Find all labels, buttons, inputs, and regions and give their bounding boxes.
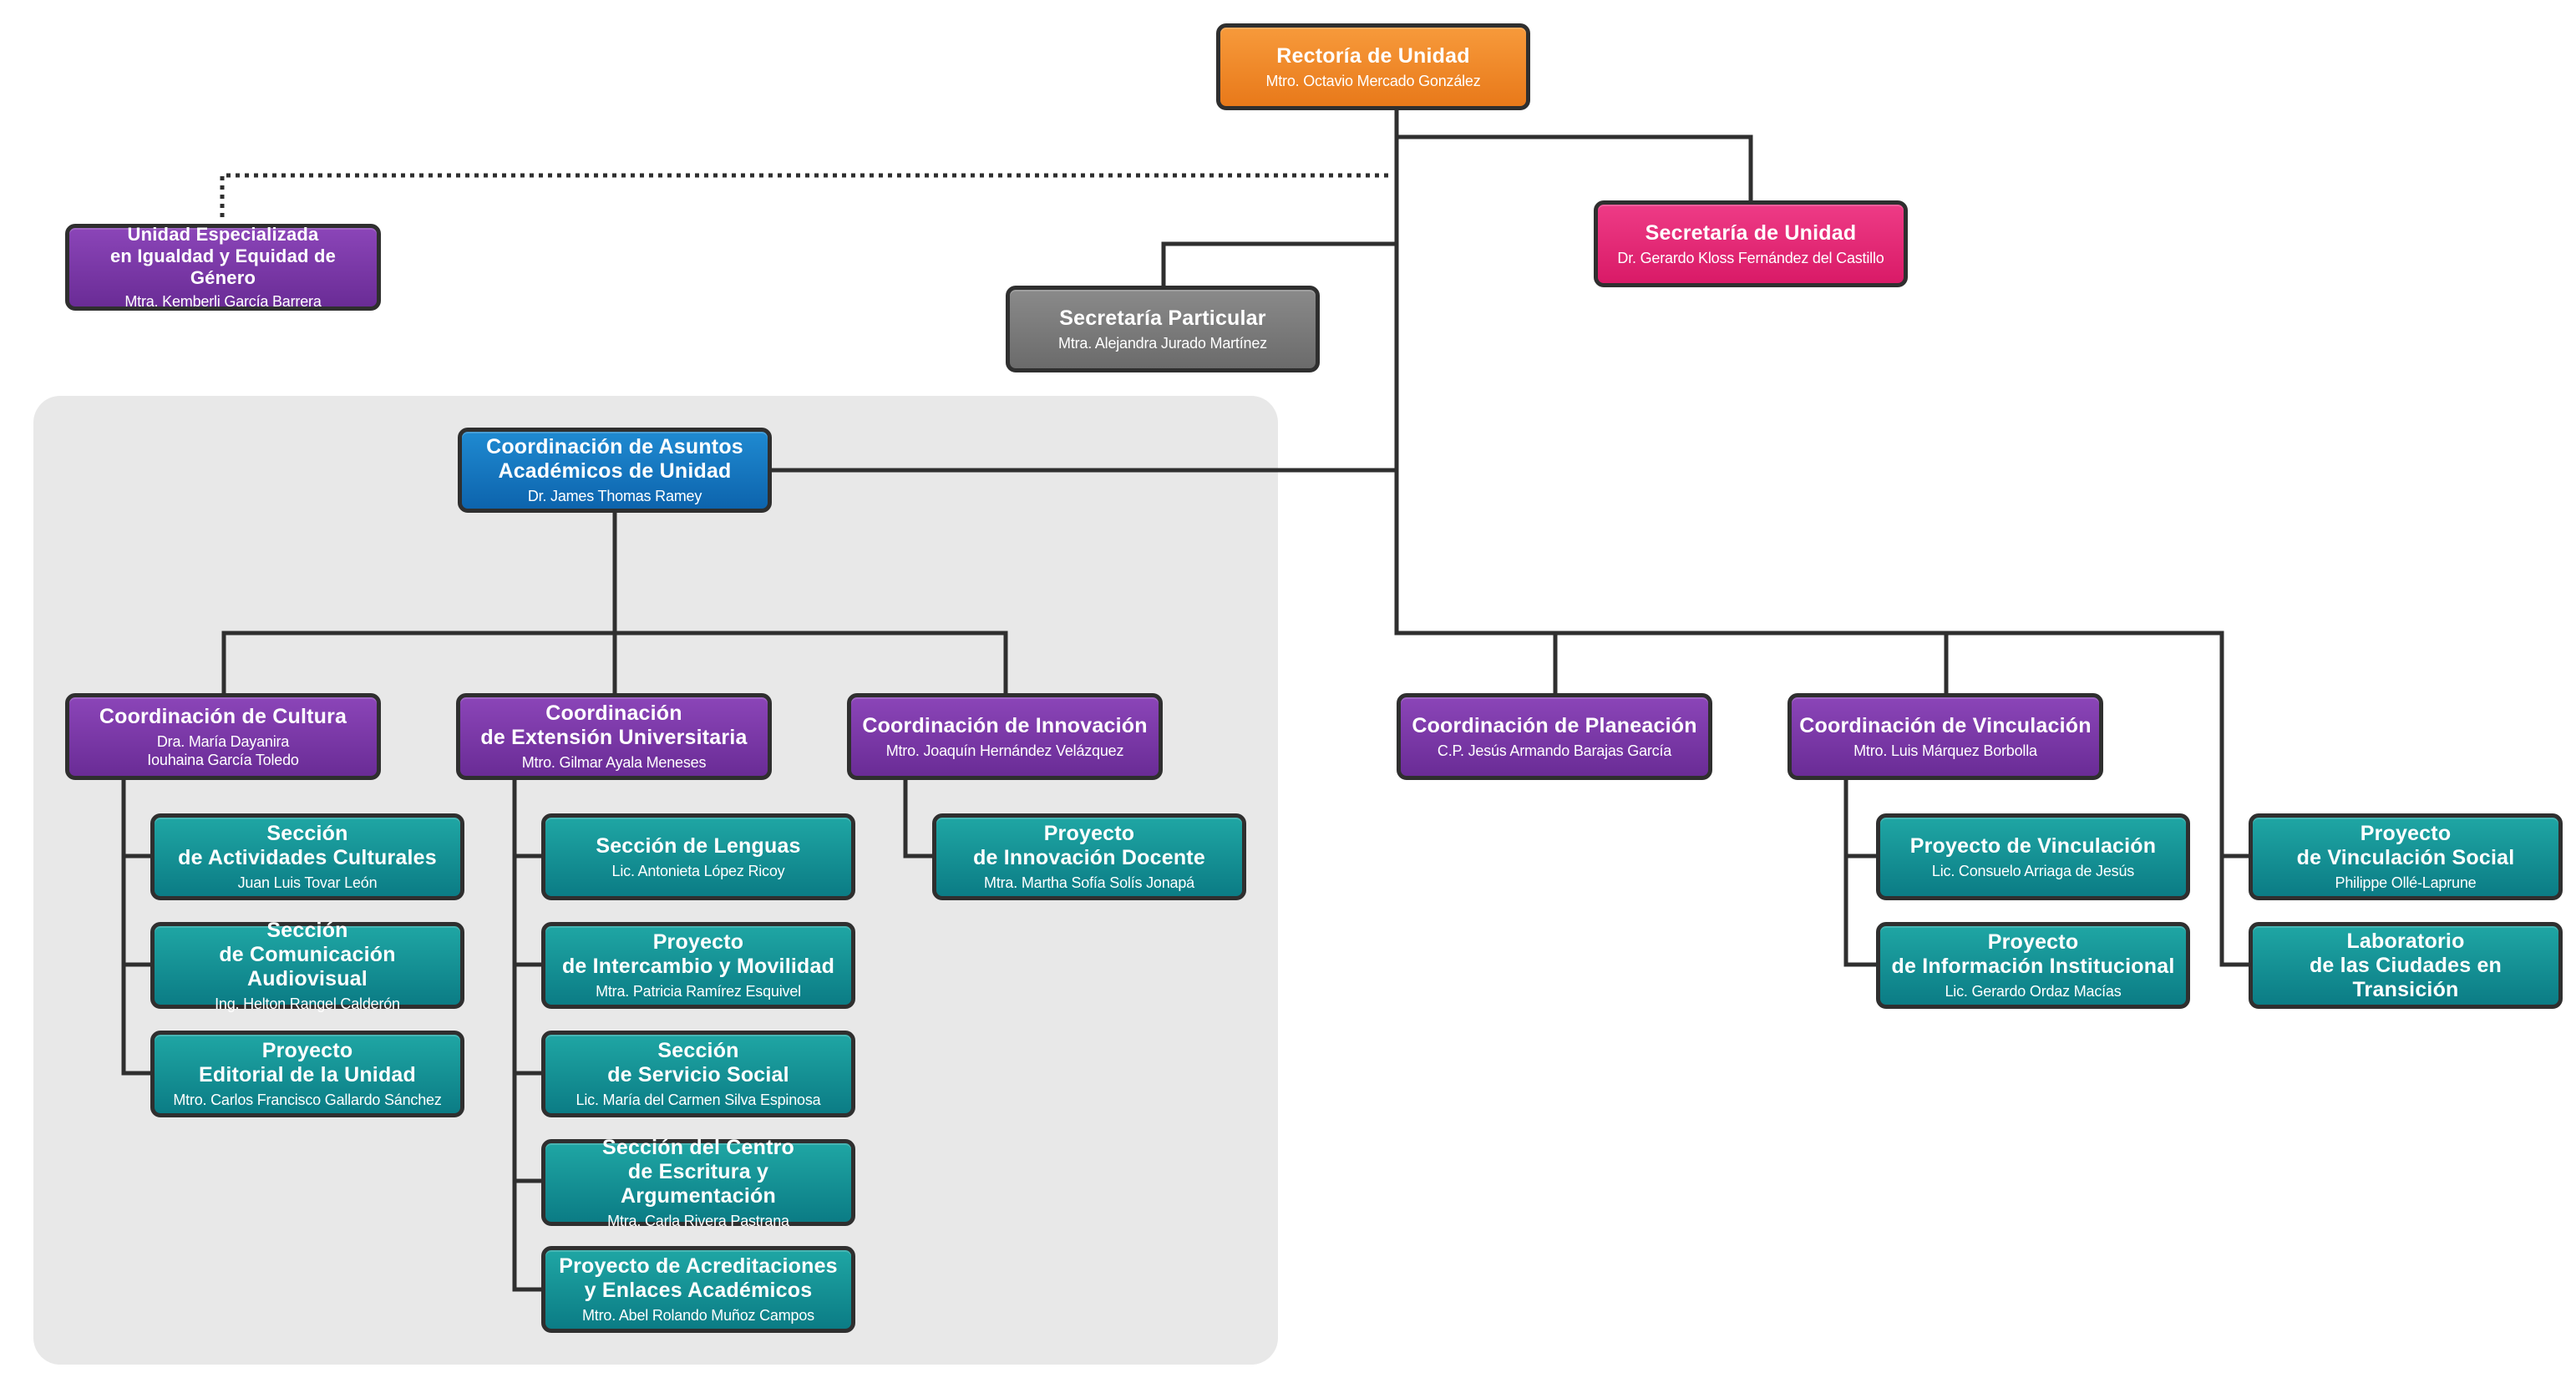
node-lenguas: Sección de Lenguas Lic. Antonieta López … bbox=[541, 813, 855, 900]
node-vinculacion-social-name: Philippe Ollé-Laprune bbox=[2335, 874, 2477, 891]
node-igualdad-name: Mtra. Kemberli García Barrera bbox=[124, 293, 322, 310]
node-extension-title: Coordinación de Extensión Universitaria bbox=[480, 702, 748, 749]
node-cultura-title: Coordinación de Cultura bbox=[99, 704, 347, 728]
node-academicos-title: Coordinación de Asuntos Académicos de Un… bbox=[486, 435, 743, 483]
node-intercambio-name: Mtra. Patricia Ramírez Esquivel bbox=[596, 983, 801, 1000]
node-laboratorio-title: Laboratorio de las Ciudades en Transició… bbox=[2309, 929, 2502, 1001]
node-igualdad: Unidad Especializada en Igualdad y Equid… bbox=[65, 224, 381, 311]
node-escritura-name: Mtra. Carla Rivera Pastrana bbox=[607, 1212, 789, 1229]
node-innovacion-docente: Proyecto de Innovación Docente Mtra. Mar… bbox=[932, 813, 1246, 900]
node-innovacion-docente-title: Proyecto de Innovación Docente bbox=[973, 822, 1205, 869]
node-actividades-culturales-title: Sección de Actividades Culturales bbox=[178, 822, 437, 869]
line-right-bus bbox=[1394, 631, 2258, 967]
node-escritura-title: Sección del Centro de Escritura y Argume… bbox=[601, 1135, 795, 1208]
line-extension-children bbox=[512, 778, 545, 1292]
node-editorial-name: Mtro. Carlos Francisco Gallardo Sánchez bbox=[173, 1092, 442, 1108]
node-secretaria-unidad-title: Secretaría de Unidad bbox=[1645, 220, 1857, 245]
node-secretaria-particular-title: Secretaría Particular bbox=[1059, 306, 1266, 330]
node-igualdad-title: Unidad Especializada en Igualdad y Equid… bbox=[109, 224, 337, 288]
node-acreditaciones: Proyecto de Acreditaciones y Enlaces Aca… bbox=[541, 1246, 855, 1333]
node-secretaria-unidad: Secretaría de Unidad Dr. Gerardo Kloss F… bbox=[1594, 200, 1908, 287]
node-intercambio-title: Proyecto de Intercambio y Movilidad bbox=[561, 930, 835, 978]
node-escritura: Sección del Centro de Escritura y Argume… bbox=[541, 1135, 855, 1229]
node-proyecto-vinculacion-title: Proyecto de Vinculación bbox=[1909, 833, 2157, 858]
node-academicos-name: Dr. James Thomas Ramey bbox=[527, 488, 702, 504]
node-proyecto-vinculacion: Proyecto de Vinculación Lic. Consuelo Ar… bbox=[1876, 813, 2190, 900]
node-secretaria-unidad-name: Dr. Gerardo Kloss Fernández del Castillo bbox=[1617, 249, 1884, 266]
node-servicio-social-title: Sección de Servicio Social bbox=[607, 1039, 789, 1087]
node-rectoria-name: Mtro. Octavio Mercado González bbox=[1265, 72, 1481, 89]
node-informacion-name: Lic. Gerardo Ordaz Macías bbox=[1945, 983, 2122, 1000]
node-innovacion: Coordinación de Innovación Mtro. Joaquín… bbox=[847, 693, 1163, 780]
line-secretaria-particular bbox=[1161, 241, 1399, 290]
node-comunicacion-title: Sección de Comunicación Audiovisual bbox=[219, 918, 396, 990]
node-editorial: Proyecto Editorial de la Unidad Mtro. Ca… bbox=[150, 1031, 464, 1117]
node-secretaria-particular-name: Mtra. Alejandra Jurado Martínez bbox=[1058, 334, 1267, 352]
node-lenguas-title: Sección de Lenguas bbox=[596, 833, 801, 858]
node-vinculacion: Coordinación de Vinculación Mtro. Luis M… bbox=[1787, 693, 2103, 780]
node-comunicacion-name: Ing. Helton Rangel Calderón bbox=[215, 995, 400, 1012]
node-informacion: Proyecto de Información Institucional Li… bbox=[1876, 922, 2190, 1009]
node-planeacion-title: Coordinación de Planeación bbox=[1412, 713, 1697, 737]
node-servicio-social-name: Lic. María del Carmen Silva Espinosa bbox=[576, 1092, 821, 1108]
node-laboratorio: Laboratorio de las Ciudades en Transició… bbox=[2249, 922, 2563, 1009]
line-igualdad-dotted bbox=[220, 173, 1388, 222]
node-actividades-culturales-name: Juan Luis Tovar León bbox=[237, 874, 378, 891]
line-innovacion-children bbox=[903, 778, 936, 859]
node-secretaria-particular: Secretaría Particular Mtra. Alejandra Ju… bbox=[1006, 286, 1320, 372]
node-acreditaciones-name: Mtro. Abel Rolando Muñoz Campos bbox=[582, 1307, 814, 1324]
line-cultura-children bbox=[121, 778, 155, 1076]
line-secretaria-unidad bbox=[1394, 134, 1753, 205]
node-innovacion-docente-name: Mtra. Martha Sofía Solís Jonapá bbox=[984, 874, 1194, 891]
node-actividades-culturales: Sección de Actividades Culturales Juan L… bbox=[150, 813, 464, 900]
node-rectoria: Rectoría de Unidad Mtro. Octavio Mercado… bbox=[1216, 23, 1530, 110]
node-extension-name: Mtro. Gilmar Ayala Meneses bbox=[521, 754, 707, 771]
node-vinculacion-name: Mtro. Luis Márquez Borbolla bbox=[1853, 742, 2037, 759]
node-vinculacion-title: Coordinación de Vinculación bbox=[1799, 713, 2092, 737]
node-editorial-title: Proyecto Editorial de la Unidad bbox=[199, 1039, 416, 1087]
node-vinculacion-social-title: Proyecto de Vinculación Social bbox=[2296, 822, 2515, 869]
node-planeacion: Coordinación de Planeación C.P. Jesús Ar… bbox=[1397, 693, 1712, 780]
node-academicos: Coordinación de Asuntos Académicos de Un… bbox=[458, 428, 772, 513]
node-innovacion-title: Coordinación de Innovación bbox=[862, 713, 1148, 737]
node-acreditaciones-title: Proyecto de Acreditaciones y Enlaces Aca… bbox=[559, 1254, 838, 1302]
node-lenguas-name: Lic. Antonieta López Ricoy bbox=[611, 862, 785, 879]
line-academicos-bus bbox=[221, 631, 1008, 696]
node-extension: Coordinación de Extensión Universitaria … bbox=[456, 693, 772, 780]
line-vinc-children bbox=[1843, 778, 1880, 967]
node-cultura-name: Dra. María Dayanira Iouhaina García Tole… bbox=[147, 732, 299, 768]
node-vinculacion-social: Proyecto de Vinculación Social Philippe … bbox=[2249, 813, 2563, 900]
node-rectoria-title: Rectoría de Unidad bbox=[1276, 43, 1470, 68]
node-intercambio: Proyecto de Intercambio y Movilidad Mtra… bbox=[541, 922, 855, 1009]
node-servicio-social: Sección de Servicio Social Lic. María de… bbox=[541, 1031, 855, 1117]
node-cultura: Coordinación de Cultura Dra. María Dayan… bbox=[65, 693, 381, 780]
node-innovacion-name: Mtro. Joaquín Hernández Velázquez bbox=[885, 742, 1124, 759]
node-planeacion-name: C.P. Jesús Armando Barajas García bbox=[1437, 742, 1672, 759]
node-comunicacion: Sección de Comunicación Audiovisual Ing.… bbox=[150, 918, 464, 1012]
node-proyecto-vinculacion-name: Lic. Consuelo Arriaga de Jesús bbox=[1931, 862, 2135, 879]
node-informacion-title: Proyecto de Información Institucional bbox=[1891, 930, 2175, 978]
